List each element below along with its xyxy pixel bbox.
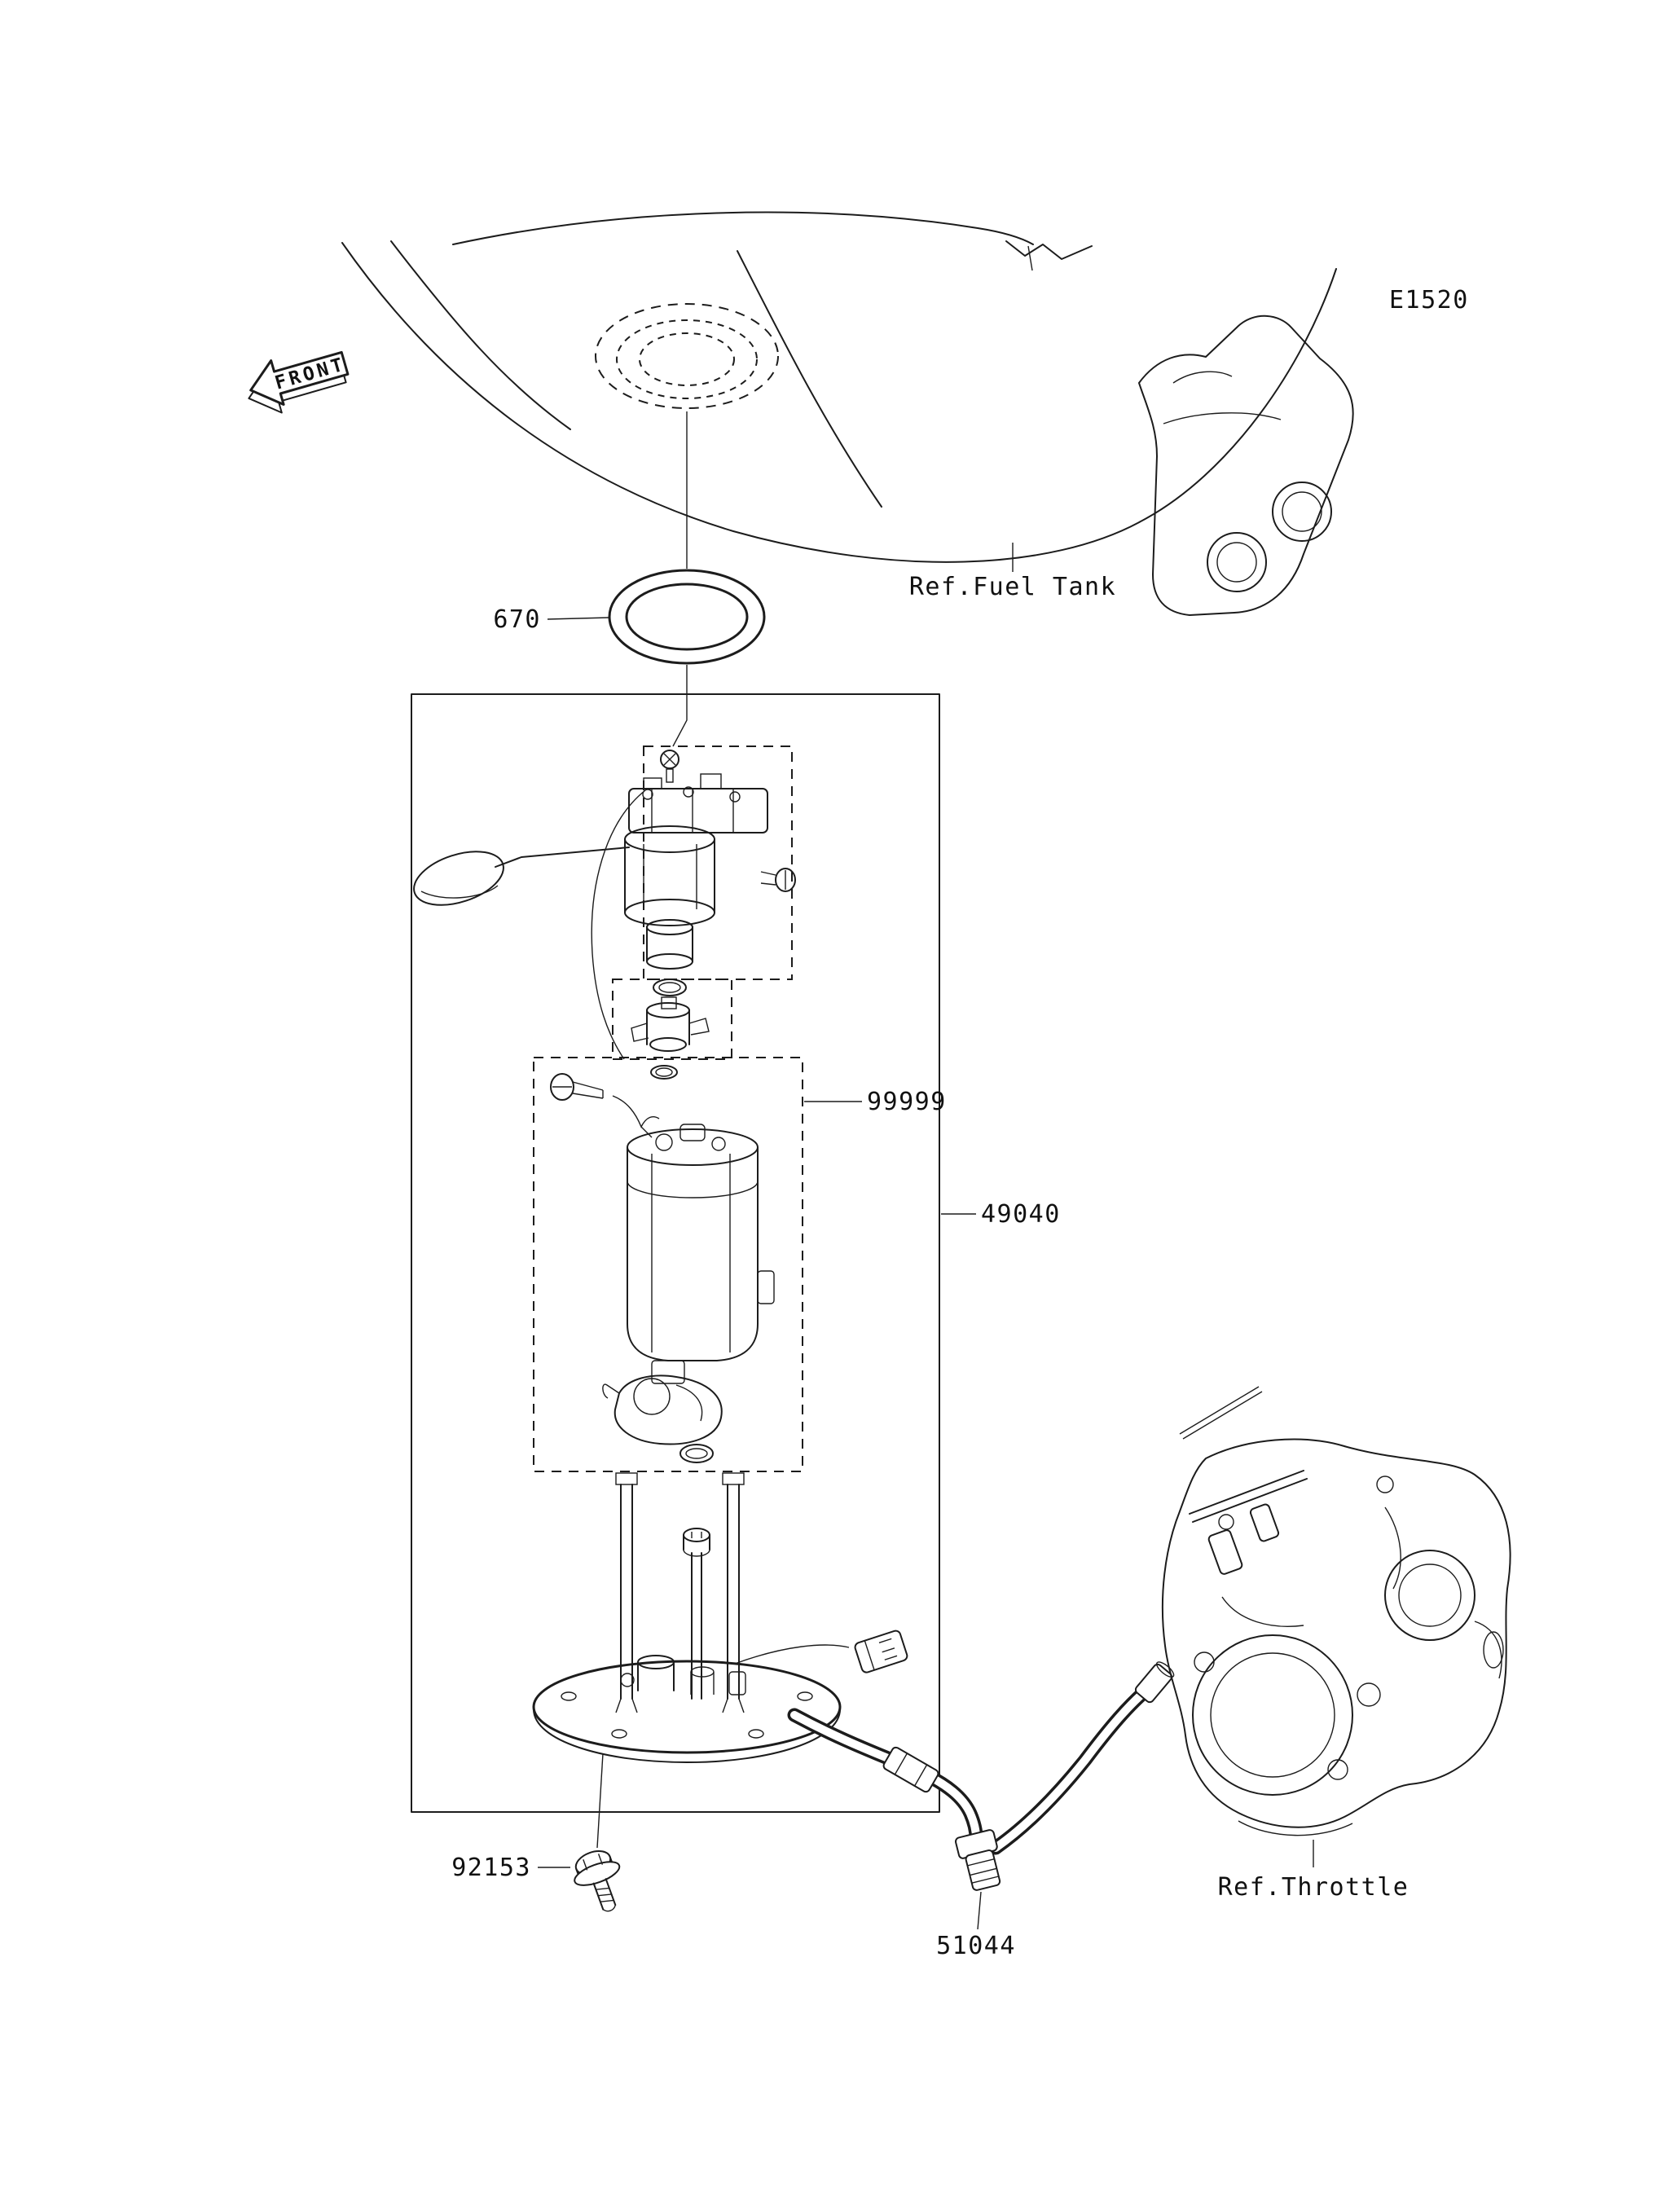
throttle-body xyxy=(1161,1386,1511,1867)
ref-fuel-tank-label: Ref.Fuel Tank xyxy=(909,573,1116,601)
part-label-49040: 49040 xyxy=(981,1200,1061,1229)
part-label-51044: 51044 xyxy=(936,1932,1016,1960)
front-arrow-label: FRONT xyxy=(273,354,349,394)
pump-joint xyxy=(631,979,710,1080)
page-code-label: E1520 xyxy=(1389,286,1469,314)
tank-pump-mounting-hole xyxy=(595,303,779,409)
sender-screw xyxy=(760,868,796,892)
o-ring-670 xyxy=(608,411,766,694)
ref-throttle-label: Ref.Throttle xyxy=(1218,1873,1410,1902)
part-label-670: 670 xyxy=(493,605,541,634)
part-label-92153: 92153 xyxy=(451,1854,531,1882)
tank-bracket xyxy=(1138,314,1354,616)
front-arrow: FRONT xyxy=(248,350,350,414)
bolt-92153 xyxy=(574,1850,621,1912)
subassembly-dashed-boxes xyxy=(533,745,803,1472)
labels: E1520 Ref.Fuel Tank 670 99999 49040 9215… xyxy=(451,286,1469,1960)
pump-body xyxy=(550,1073,775,1384)
base-plate xyxy=(532,1655,842,1849)
part-label-99999: 99999 xyxy=(867,1088,947,1116)
assembly-box-49040 xyxy=(411,693,940,1813)
wire-connector xyxy=(734,1629,908,1673)
pump-cap xyxy=(602,1374,723,1463)
fuel-hose-51044 xyxy=(787,1661,1175,1891)
fuel-tank xyxy=(341,211,1337,572)
fuel-level-sender xyxy=(413,694,796,1060)
support-rods xyxy=(615,1472,745,1713)
